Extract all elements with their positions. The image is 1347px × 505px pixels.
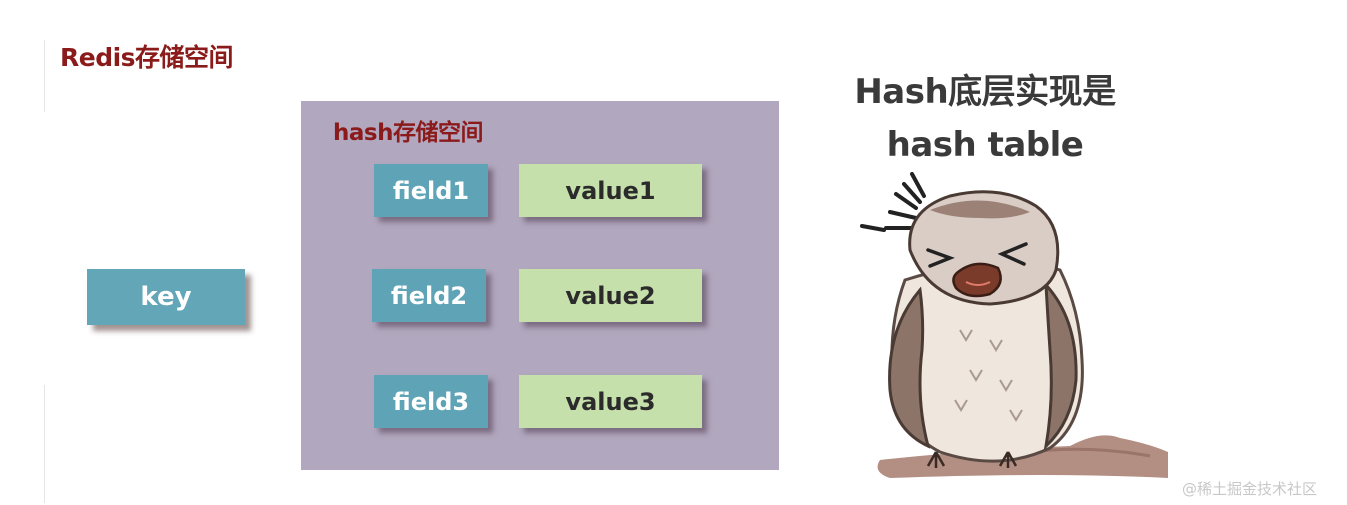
- caption: Hash底层实现是 hash table: [830, 66, 1140, 172]
- caption-line-2: hash table: [886, 125, 1084, 165]
- field-box: field1: [374, 164, 488, 217]
- key-box: key: [87, 269, 245, 325]
- caption-line-1: Hash底层实现是: [854, 72, 1116, 112]
- value-box: value3: [519, 375, 702, 428]
- value-box: value2: [519, 269, 702, 322]
- hash-storage-space: hash存储空间 field1 value1 field2 value2 fie…: [301, 101, 779, 470]
- value-box: value1: [519, 164, 702, 217]
- owl-icon: [860, 172, 1168, 478]
- field-box: field2: [372, 269, 486, 322]
- hash-space-title: hash存储空间: [333, 120, 483, 146]
- field-box: field3: [374, 375, 488, 428]
- left-divider-bottom: [44, 385, 45, 503]
- redis-space-title: Redis存储空间: [60, 43, 234, 72]
- left-divider-top: [44, 40, 45, 112]
- watermark: @稀土掘金技术社区: [1182, 480, 1318, 498]
- owl-illustration: [850, 160, 1180, 490]
